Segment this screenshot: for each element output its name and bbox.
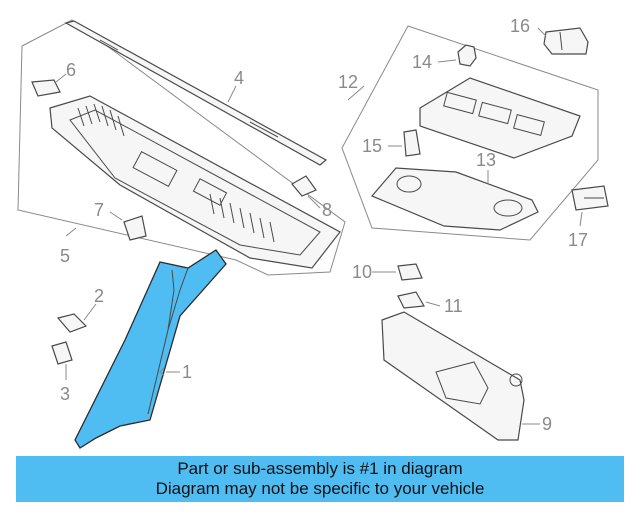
part-1-pillar-trim	[74, 249, 227, 449]
part-7-clip	[123, 215, 147, 241]
callout-9: 9	[542, 414, 552, 434]
leader-lines	[55, 27, 583, 425]
callout-8: 8	[322, 200, 332, 220]
part-14-fastener	[457, 44, 477, 67]
callout-15: 15	[362, 136, 382, 156]
callout-13: 13	[476, 150, 496, 170]
group-5-outline	[17, 19, 346, 276]
callout-14: 14	[412, 52, 432, 72]
callout-10: 10	[352, 262, 372, 282]
part-4-trim-strip	[64, 20, 328, 166]
part-10-bracket	[397, 263, 423, 281]
part-9-sun-visor	[381, 311, 525, 441]
part-2-clip	[56, 313, 88, 333]
overhead-console-top	[419, 77, 581, 159]
callout-12: 12	[338, 72, 358, 92]
rear-panel	[49, 95, 341, 269]
part-6-clip	[31, 79, 61, 97]
part-13-console	[371, 167, 539, 231]
callout-6: 6	[66, 60, 76, 80]
part-15-bulb	[403, 129, 421, 157]
part-3-clip	[51, 341, 73, 365]
callout-3: 3	[60, 384, 70, 404]
callout-5: 5	[60, 246, 70, 266]
banner-line-1: Part or sub-assembly is #1 in diagram	[177, 459, 463, 478]
part-8-clip	[291, 175, 317, 197]
callout-4: 4	[234, 68, 244, 88]
callout-11: 11	[444, 296, 463, 316]
part-11-clip	[397, 291, 425, 309]
panel-ribs	[77, 103, 275, 243]
banner-line-2: Diagram may not be specific to your vehi…	[155, 479, 485, 498]
part-16-clip	[543, 27, 589, 55]
info-banner: Part or sub-assembly is #1 in diagram Di…	[16, 456, 624, 502]
callout-16: 16	[510, 16, 530, 36]
callout-17: 17	[568, 230, 588, 250]
callout-1: 1	[182, 362, 192, 382]
callout-2: 2	[94, 286, 104, 306]
callout-7: 7	[94, 200, 104, 220]
group-12-outline	[341, 25, 599, 241]
